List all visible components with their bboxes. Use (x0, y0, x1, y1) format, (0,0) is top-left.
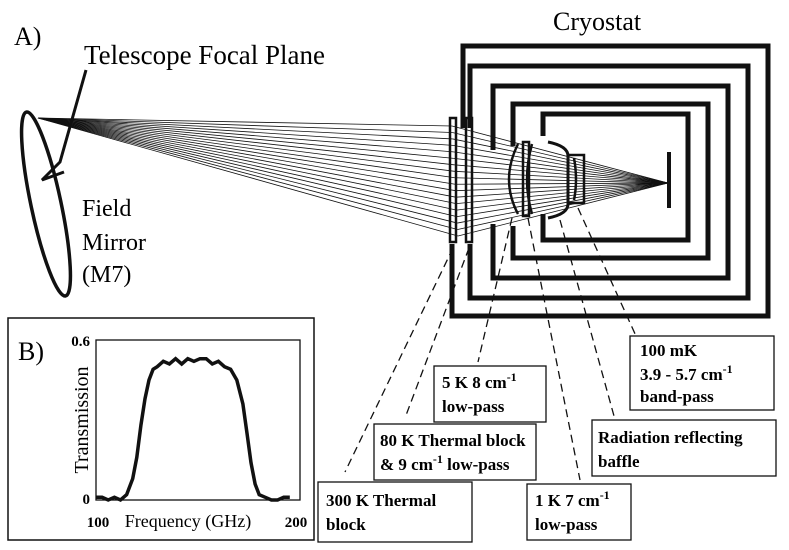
field-mirror-label-2: Mirror (82, 230, 146, 256)
callout-5k-line2: low-pass (442, 397, 505, 416)
panel-b-label: B) (18, 337, 44, 366)
callout-1k-line1: 1 K 7 cm-1 (535, 488, 610, 510)
y-tick-0-6: 0.6 (71, 334, 90, 350)
ray (457, 182, 669, 237)
ray (37, 117, 453, 140)
filters (448, 116, 534, 244)
box-1k (526, 483, 632, 541)
cryostat-shells (449, 43, 771, 319)
field-mirror (19, 110, 73, 298)
plot-area (95, 339, 301, 501)
shell-5k (490, 83, 731, 281)
inset-frame (7, 317, 315, 541)
leader-5k (477, 217, 513, 363)
leader-300k (344, 247, 454, 473)
ray (451, 125, 669, 184)
ray (455, 182, 669, 185)
field-mirror-label-3: (M7) (82, 262, 131, 288)
ray (37, 117, 458, 217)
ray (456, 182, 669, 211)
lens-5k-inner (525, 143, 534, 215)
callout-baffle-line2: baffle (598, 452, 640, 471)
x-tick-200: 200 (285, 515, 308, 531)
ray (453, 151, 669, 184)
leader-100mk (577, 207, 637, 337)
callout-boxes (317, 335, 777, 543)
ray (37, 117, 455, 166)
box-300k (317, 481, 473, 543)
ray (455, 182, 669, 198)
leader-1k (527, 217, 581, 481)
shell-100mk (540, 111, 691, 243)
ray (37, 117, 454, 153)
ray (457, 182, 669, 230)
ray (454, 177, 669, 184)
ray (37, 117, 455, 179)
shell-80k (467, 63, 751, 301)
callout-1k-line2: low-pass (535, 515, 598, 534)
ray (37, 117, 456, 198)
ray (37, 117, 458, 224)
ray (37, 117, 456, 185)
ray (37, 117, 456, 192)
ray (37, 117, 453, 127)
telescope-focal-plane-label: Telescope Focal Plane (84, 40, 325, 70)
shell-1k (510, 101, 711, 261)
callout-80k-line2: & 9 cm-1 low-pass (380, 452, 510, 474)
callout-100mk-line2: 3.9 - 5.7 cm-1 (640, 362, 733, 384)
callout-300k-line1: 300 K Thermal (326, 491, 436, 510)
callout-100mk-line3: band-pass (640, 387, 714, 406)
filter-80k (464, 116, 474, 244)
box-80k (373, 423, 537, 481)
callout-5k-line1: 5 K 8 cm-1 (442, 370, 517, 392)
ray (452, 138, 669, 184)
ray (37, 117, 457, 211)
ray (454, 164, 669, 184)
y-axis-label: Transmission (71, 366, 93, 473)
cryostat-title: Cryostat (553, 7, 642, 36)
ray (37, 117, 457, 205)
shell-300k (449, 43, 771, 319)
ray (37, 117, 458, 230)
panel-a-label: A) (14, 22, 41, 51)
leader-baffle (559, 219, 615, 417)
ray (453, 157, 669, 184)
callout-80k-line1: 80 K Thermal block (380, 431, 526, 450)
x-tick-100: 100 (87, 515, 110, 531)
ray (37, 117, 454, 146)
callout-300k-line2: block (326, 515, 366, 534)
ray (455, 182, 669, 192)
callout-100mk-line1: 100 mK (640, 341, 698, 360)
box-100mk (629, 335, 775, 411)
leader-80k (404, 247, 470, 419)
y-tick-0: 0 (83, 492, 91, 508)
ray (37, 117, 455, 172)
transmission-curve (96, 356, 290, 503)
ray (454, 170, 669, 184)
ray (456, 182, 669, 205)
ray (37, 117, 453, 133)
filter-100mk-bandpass (566, 153, 586, 205)
ray (452, 145, 669, 184)
ray (456, 182, 669, 217)
ray (452, 132, 669, 184)
lens-5k (507, 143, 520, 215)
box-5k (433, 365, 547, 423)
focal-plane-pointer (40, 69, 88, 182)
x-axis-label: Frequency (GHz) (125, 511, 251, 532)
filter-1k (521, 140, 531, 218)
callout-leaders (344, 207, 637, 481)
ray (457, 182, 669, 224)
ray (37, 117, 454, 159)
callout-baffle-line1: Radiation reflecting (598, 428, 743, 447)
panel-b-inset: B) Transmission Frequency (GHz) 100 200 … (7, 317, 315, 541)
ray-bundle (37, 117, 669, 237)
ray (37, 117, 459, 237)
field-mirror-label-1: Field (82, 196, 131, 222)
filter-300k-window (448, 116, 458, 244)
box-baffle (591, 419, 777, 477)
